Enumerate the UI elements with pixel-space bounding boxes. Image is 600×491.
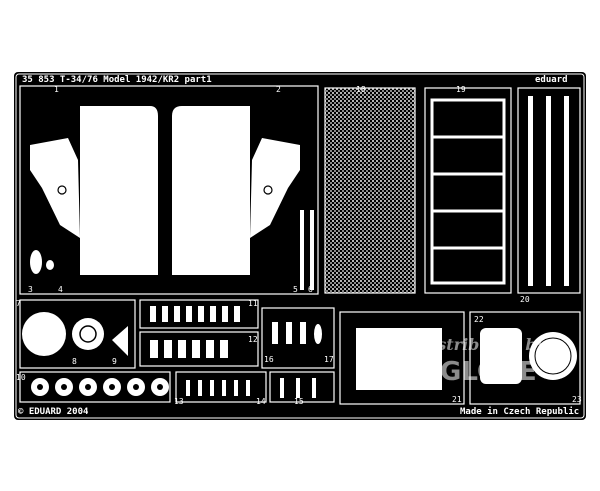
part-16-17-frame — [261, 307, 335, 369]
part-label-21: 21 — [452, 395, 462, 404]
part-label-4: 4 — [58, 285, 63, 294]
part-23-inner — [534, 337, 572, 375]
part-19-frame — [424, 87, 512, 294]
fender-left-hole — [57, 185, 67, 195]
part-label-15: 15 — [294, 397, 304, 406]
part-label-3: 3 — [28, 285, 33, 294]
part-12-frame — [139, 331, 259, 367]
part-12-tabs — [150, 340, 228, 358]
part-7-large-disc — [22, 312, 66, 356]
part-label-8: 8 — [72, 357, 77, 366]
upper-left-frame — [19, 85, 319, 295]
part-18-mesh-screen — [324, 87, 416, 294]
part-22-plate — [480, 328, 522, 384]
part-23-disc — [529, 332, 577, 380]
part-13-14-frame — [175, 371, 267, 403]
part-15-pins — [280, 378, 316, 398]
part-21-frame — [339, 311, 465, 405]
part-label-5: 5 — [293, 285, 298, 294]
part-6-rod — [310, 210, 314, 290]
part-label-1: 1 — [54, 85, 59, 94]
part-label-16: 16 — [264, 355, 274, 364]
part-label-18: 18 — [356, 85, 366, 94]
lower-left-frame — [19, 299, 136, 369]
part-22-23-frame — [469, 311, 581, 405]
part-20-strip — [564, 96, 569, 286]
origin-text: Made in Czech Republic — [460, 406, 579, 417]
part-3-fender-left — [30, 138, 80, 238]
part-label-2: 2 — [276, 85, 281, 94]
part-label-19: 19 — [456, 85, 466, 94]
part-2-plate — [172, 106, 250, 275]
part-5-rod — [300, 210, 304, 290]
part-16-17-items — [272, 322, 322, 344]
part-8-ring — [72, 318, 104, 350]
part-10-frame — [19, 371, 171, 403]
part-label-9: 9 — [112, 357, 117, 366]
watermark-globe: GLOBE — [440, 357, 537, 387]
fret-title: 35 853 T-34/76 Model 1942/KR2 part1 — [22, 75, 212, 85]
part-20-strip — [546, 96, 551, 286]
part-label-23: 23 — [572, 395, 582, 404]
part-label-13: 13 — [174, 397, 184, 406]
part-label-22: 22 — [474, 315, 484, 324]
part-label-17: 17 — [324, 355, 334, 364]
watermark-distributed-by: distributed by — [420, 335, 548, 354]
fret-outline — [15, 73, 585, 419]
part-20-frame — [517, 87, 581, 294]
fret-brand: eduard — [535, 75, 568, 85]
part-label-12: 12 — [248, 335, 258, 344]
part-10-ring-holes — [37, 384, 163, 390]
part-11-frame — [139, 299, 259, 329]
part-9-wedge — [112, 326, 128, 356]
part-19-inner — [430, 98, 506, 285]
part-1-plate — [80, 106, 158, 275]
part-8-ring-hole — [79, 325, 97, 343]
part-11-tabs — [150, 306, 240, 322]
part-4-fender-right — [250, 138, 300, 238]
part-20-strip — [528, 96, 533, 286]
part-3-small-disc — [30, 250, 42, 274]
part-label-14: 14 — [256, 397, 266, 406]
part-label-6: 6 — [308, 285, 313, 294]
fender-right-hole — [263, 185, 273, 195]
copyright-text: © EDUARD 2004 — [18, 407, 89, 417]
part-21-plate — [356, 328, 442, 390]
part-label-10: 10 — [16, 373, 26, 382]
part-label-7: 7 — [16, 299, 21, 308]
part-15-frame — [269, 371, 335, 403]
part-label-11: 11 — [248, 299, 258, 308]
part-13-14-pins — [186, 380, 250, 396]
part-label-20: 20 — [520, 295, 530, 304]
part-4-small-disc — [46, 260, 54, 270]
